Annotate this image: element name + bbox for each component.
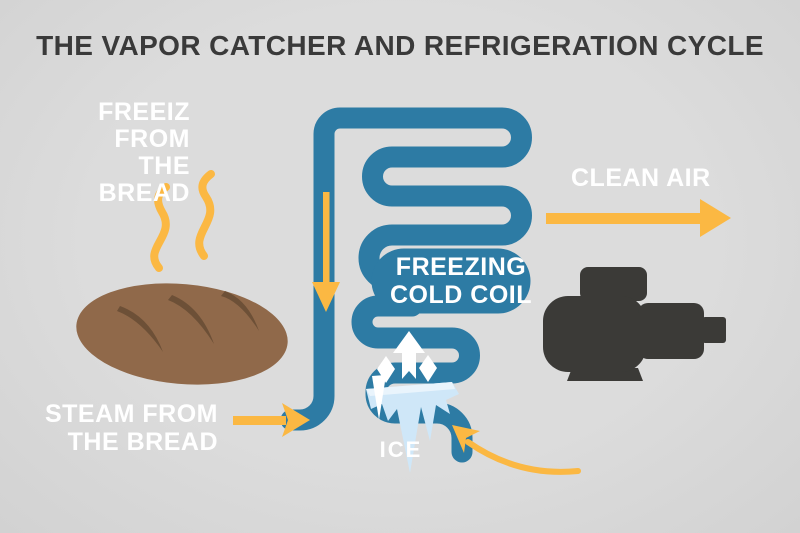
coil-label-line2: COLD COIL xyxy=(390,281,532,309)
coil-label-line1: FREEZING xyxy=(395,253,527,281)
freeze-label-line3: BREAD xyxy=(98,179,190,207)
steam-from-bread-label: STEAM FROM THE BREAD xyxy=(40,400,218,456)
compressor-motor-icon xyxy=(543,267,726,381)
freezing-cold-coil-label: FREEZING COLD COIL xyxy=(380,253,542,309)
ice-label: ICE xyxy=(379,437,423,462)
clean-air-arrow-icon xyxy=(546,199,731,237)
steam-label-line2: THE BREAD xyxy=(67,428,218,456)
ice-block-icon xyxy=(366,375,459,473)
bread-score-mark xyxy=(117,306,163,352)
freeze-from-bread-label: FREEIZ FROM THE BREAD xyxy=(58,99,190,207)
flow-down-arrow-icon xyxy=(312,192,340,312)
steam-wave-icon xyxy=(150,183,170,272)
steam-wave-icon xyxy=(195,170,215,260)
bread-score-mark xyxy=(168,295,214,344)
page-title: THE VAPOR CATCHER AND REFRIGERATION CYCL… xyxy=(36,30,764,61)
ice-crystal-icon xyxy=(419,355,437,382)
recirculation-arrow-icon xyxy=(452,425,581,475)
ice-drip-icon xyxy=(372,375,386,420)
bread-score-mark xyxy=(221,291,259,331)
vapor-up-arrow-icon xyxy=(393,331,425,379)
coil-pipe-upper xyxy=(280,107,532,431)
bread-loaf-icon xyxy=(76,283,288,385)
ice-crystal-icon xyxy=(377,356,395,383)
clean-air-label: CLEAN AIR xyxy=(571,164,711,192)
freeze-label-line1: FREEIZ xyxy=(98,98,190,126)
steam-label-line1: STEAM FROM xyxy=(44,400,218,428)
steam-flow-arrow-icon xyxy=(233,403,310,437)
coil-pipe-lower xyxy=(351,295,480,463)
freeze-label-line2: FROM THE xyxy=(114,125,190,180)
